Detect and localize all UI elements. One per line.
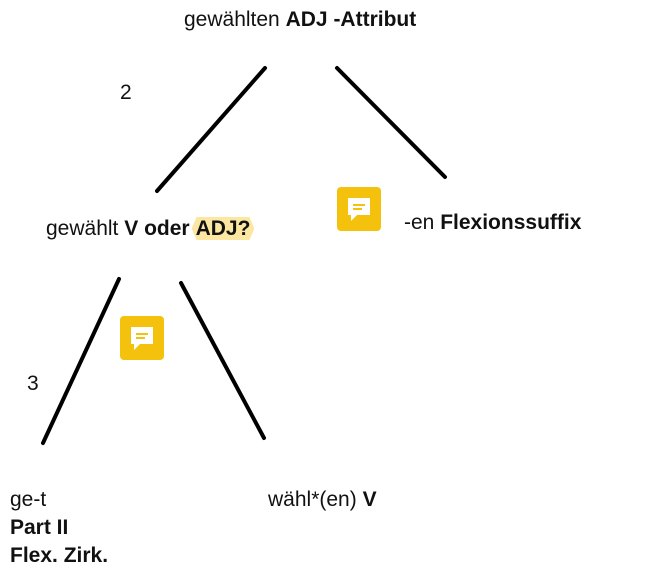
edge-middle-to-right-leaf	[179, 281, 266, 440]
comment-icon[interactable]	[337, 187, 381, 231]
edge-root-to-suffix	[335, 66, 447, 179]
suffix-morph: -en	[404, 211, 435, 234]
middle-category: V oder	[124, 217, 190, 240]
left-leaf-category: Part II	[10, 516, 69, 539]
right-leaf-category: V	[362, 488, 377, 511]
right-leaf: wähl*(en) V	[268, 487, 377, 513]
highlighted-text[interactable]: ADJ?	[191, 217, 255, 240]
edge-label-2: 2	[120, 81, 132, 104]
suffix-category: Flexionssuffix	[440, 211, 582, 234]
edge-label-3: 3	[27, 372, 39, 395]
left-leaf-morph: ge-t	[10, 488, 47, 511]
root-word: gewählten	[184, 8, 280, 31]
suffix-node: -en Flexionssuffix	[404, 210, 581, 236]
edge-middle-to-left-leaf	[41, 277, 121, 445]
comment-icon[interactable]	[120, 316, 164, 360]
left-leaf-feature: Flex. Zirk.	[10, 544, 109, 567]
root-category: ADJ -Attribut	[285, 8, 417, 31]
root-node: gewählten ADJ -Attribut	[184, 7, 416, 33]
right-leaf-morph: wähl*(en)	[268, 488, 357, 511]
middle-word: gewählt	[46, 217, 119, 240]
edge-root-to-middle	[155, 66, 267, 193]
